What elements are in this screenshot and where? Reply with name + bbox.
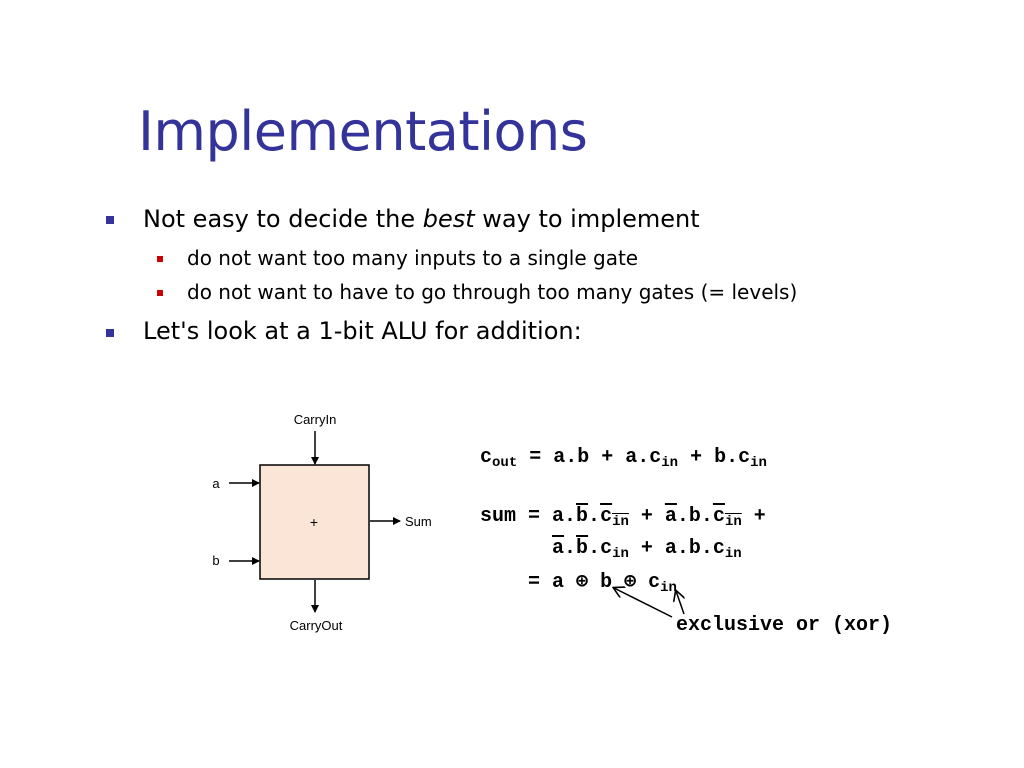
- xor-symbol: ⊕: [624, 571, 637, 594]
- sum-equation-line2: a.b.cin + a.b.cin: [552, 537, 742, 562]
- subbullet-marker: [157, 290, 163, 296]
- xor-symbol: ⊕: [576, 571, 589, 594]
- subbullet-item: do not want too many inputs to a single …: [187, 246, 639, 270]
- bullet-emphasis: best: [422, 205, 475, 233]
- carry-in-label: CarryIn: [294, 412, 337, 427]
- xor-pointer-arrow: [676, 591, 684, 615]
- bullet-marker: [106, 216, 114, 224]
- carry-out-label: CarryOut: [290, 618, 343, 633]
- subbullet-item: do not want to have to go through too ma…: [187, 280, 798, 304]
- adder-plus-symbol: +: [310, 514, 318, 530]
- subbullet-marker: [157, 256, 163, 262]
- alu-adder-block: [259, 464, 370, 580]
- bullet-item: Not easy to decide the best way to imple…: [143, 205, 700, 233]
- bullet-item: Let's look at a 1-bit ALU for addition:: [143, 317, 582, 345]
- cout-equation: cout = a.b + a.cin + b.cin: [480, 446, 767, 471]
- bullet-marker: [106, 329, 114, 337]
- xor-pointer-arrow: [614, 588, 673, 618]
- bullet-text: Not easy to decide the: [143, 205, 423, 233]
- bullet-text: way to implement: [474, 205, 700, 233]
- input-b-label: b: [212, 553, 219, 568]
- sum-equation-line1: sum = a.b.cin + a.b.cin +: [480, 505, 766, 530]
- xor-note: exclusive or (xor): [676, 614, 893, 637]
- sum-equation-line3: = a ⊕ b ⊕ cin: [480, 571, 677, 596]
- slide-title: Implementations: [138, 100, 588, 163]
- sum-output-label: Sum: [405, 514, 432, 529]
- input-a-label: a: [212, 476, 220, 491]
